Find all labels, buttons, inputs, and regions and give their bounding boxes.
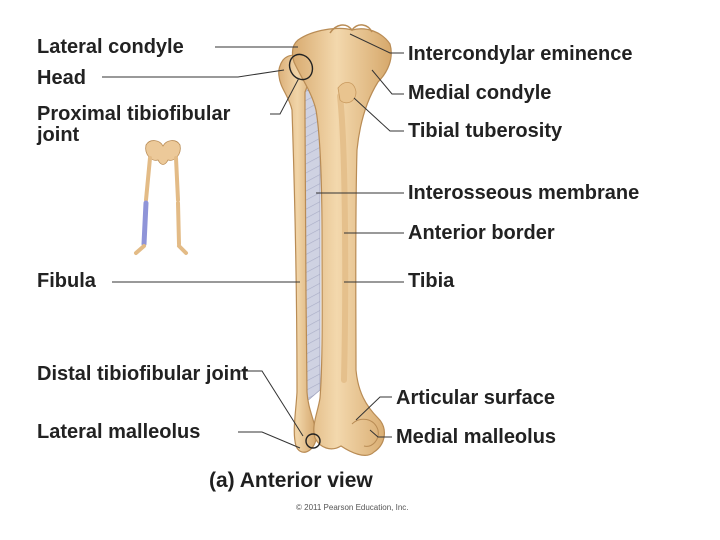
intercondylar-eminence-shape bbox=[329, 24, 373, 34]
label-articular-surface: Articular surface bbox=[396, 387, 555, 409]
label-proximal-tibiofibular-joint: Proximal tibiofibular joint bbox=[37, 103, 231, 146]
label-lateral-malleolus: Lateral malleolus bbox=[37, 421, 201, 443]
leader-articular-surface bbox=[355, 396, 392, 421]
label-head: Head bbox=[37, 67, 86, 89]
fibula-bone bbox=[278, 54, 317, 453]
label-anterior-border: Anterior border bbox=[408, 222, 555, 244]
leader-proximal-joint bbox=[270, 77, 300, 115]
leader-medial-malleolus bbox=[369, 429, 392, 438]
inset-left-foot bbox=[134, 244, 146, 255]
label-distal-tibiofibular-joint: Distal tibiofibular joint bbox=[37, 363, 249, 385]
figure-caption: (a) Anterior view bbox=[209, 469, 373, 492]
leader-head bbox=[102, 69, 285, 78]
label-lateral-condyle: Lateral condyle bbox=[37, 36, 184, 58]
leader-medial-condyle bbox=[371, 69, 404, 95]
leader-lateral-malleolus bbox=[238, 431, 301, 449]
tibia-shaft-shading bbox=[337, 93, 349, 383]
label-medial-malleolus: Medial malleolus bbox=[396, 426, 557, 448]
label-fibula: Fibula bbox=[37, 270, 96, 292]
leader-intercondylar-eminence bbox=[349, 33, 404, 54]
distal-joint-circle bbox=[305, 433, 321, 449]
copyright-notice: © 2011 Pearson Education, Inc. bbox=[296, 503, 409, 512]
leader-distal-joint bbox=[238, 370, 304, 437]
leader-lines bbox=[102, 33, 404, 449]
inset-right-femur bbox=[174, 156, 180, 202]
inset-left-femur bbox=[144, 156, 152, 202]
label-medial-condyle: Medial condyle bbox=[408, 82, 552, 104]
inset-left-leg-highlight bbox=[141, 200, 149, 247]
inset-skeleton bbox=[134, 140, 188, 255]
label-intercondylar-eminence: Intercondylar eminence bbox=[408, 43, 633, 65]
tibial-tuberosity-shape bbox=[337, 82, 357, 104]
label-interosseous-membrane: Interosseous membrane bbox=[408, 182, 640, 204]
proximal-joint-circle bbox=[288, 53, 314, 81]
label-tibial-tuberosity: Tibial tuberosity bbox=[408, 120, 563, 142]
inset-right-foot bbox=[177, 244, 188, 255]
tibia-bone bbox=[291, 27, 392, 456]
inset-right-leg bbox=[176, 201, 181, 246]
medial-malleolus-shape bbox=[351, 418, 379, 447]
label-tibia: Tibia bbox=[408, 270, 455, 292]
leader-tibial-tuberosity bbox=[353, 97, 404, 132]
